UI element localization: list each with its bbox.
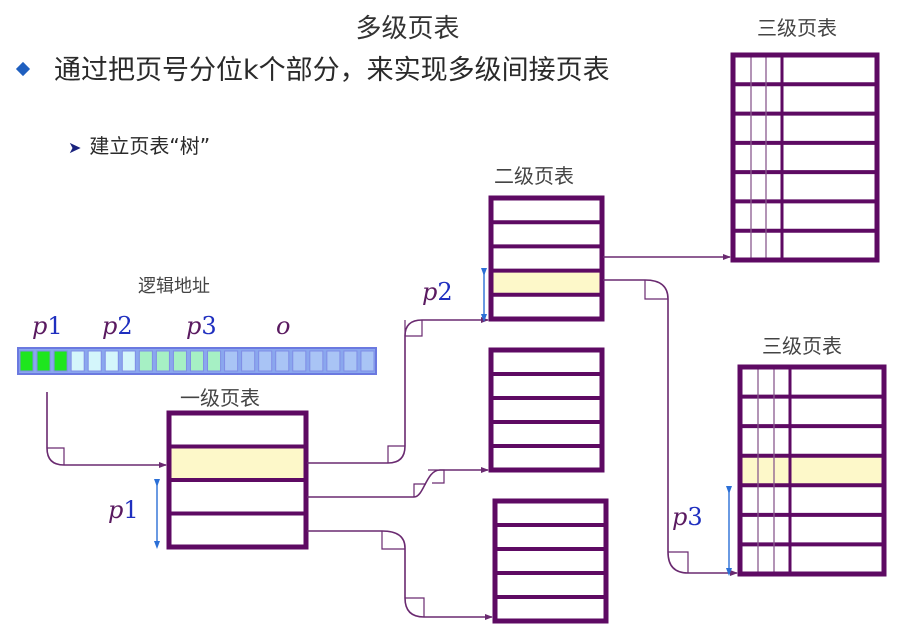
slide-title: 多级页表 [0, 8, 911, 45]
level3-table-bottom-row [740, 396, 884, 427]
address-bit-p2 [104, 350, 119, 372]
address-bit-p2 [87, 350, 102, 372]
address-bit-o [326, 350, 341, 372]
level2-table-a [488, 195, 605, 322]
address-bit-p1 [53, 350, 68, 372]
level3-table-bottom-row [740, 514, 884, 545]
level3-table-top-row [733, 172, 877, 202]
level3-table-top-border [730, 52, 880, 263]
address-bit-p2 [121, 350, 136, 372]
corner-mark [404, 320, 423, 337]
level3-table-bottom-row [740, 455, 884, 486]
logical-address-bar [17, 347, 377, 375]
offset-label-p3: p3 [672, 503, 703, 531]
level2-table-c-row [495, 501, 606, 525]
address-bit-o [241, 350, 256, 372]
level3-table-bottom [737, 364, 887, 577]
level2-table-label: 二级页表 [494, 164, 574, 188]
level1-table-row [169, 513, 306, 547]
level2-table-c-row [495, 597, 606, 621]
level1-table-row [169, 446, 306, 480]
address-bit-o [292, 350, 307, 372]
arrow-level1-row4-to-level2c [307, 530, 493, 620]
level3-table-bottom-row [740, 367, 884, 397]
corner-mark [668, 551, 689, 573]
level1-table-row [169, 413, 306, 447]
slide-title-text: 多级页表 [355, 14, 460, 44]
arrow-bullet-icon: ➤ [68, 138, 82, 157]
offset-label-p2: p2 [422, 278, 453, 306]
level3-table-top-row [733, 201, 877, 231]
level3-table-top-row [733, 230, 877, 260]
level2-table-a-row [491, 246, 602, 271]
level1-table-border [166, 410, 309, 550]
corner-mark [47, 447, 65, 465]
address-bit-o [275, 350, 290, 372]
level2-table-c-row [495, 549, 606, 573]
level1-table-label: 一级页表 [180, 386, 260, 410]
level2-table-c-row [495, 525, 606, 549]
level2-table-b-row [491, 446, 602, 470]
address-bit-p3 [138, 350, 153, 372]
level1-table-row [169, 480, 306, 514]
level3-table-bottom-row [740, 485, 884, 515]
address-bit-o [343, 350, 358, 372]
field-label-p2: p2 [102, 312, 133, 340]
corner-mark [387, 445, 405, 463]
address-bit-p3 [155, 350, 170, 372]
address-bit-p1 [19, 350, 34, 372]
level2-table-a-row [491, 270, 602, 295]
arrow-level2-row4-to-level3-bottom [603, 279, 738, 576]
sub-bullet: ➤ 建立页表“树” [68, 130, 210, 159]
level3-table-top-row [733, 84, 877, 114]
corner-mark [405, 597, 425, 617]
level2-table-b [488, 347, 605, 473]
address-bit-p2 [70, 350, 85, 372]
address-bit-p3 [207, 350, 222, 372]
level3-top-table-label: 三级页表 [757, 16, 837, 40]
corner-mark [413, 469, 445, 497]
level3-table-top-row [733, 142, 877, 173]
level2-table-c-row [495, 573, 606, 597]
corner-mark [644, 280, 668, 300]
arrow-address-to-level1 [46, 392, 167, 468]
level2-table-c-border [492, 498, 609, 624]
corner-mark [381, 531, 405, 550]
level1-table [166, 410, 309, 550]
level2-table-b-row [491, 350, 602, 374]
level2-table-a-border [488, 195, 605, 322]
level2-table-b-border [488, 347, 605, 473]
level3-table-top-row [733, 55, 877, 85]
main-bullet-text: 通过把页号分位k个部分，来实现多级间接页表 [54, 55, 610, 86]
field-label-p3: p3 [186, 312, 217, 340]
level2-table-a-row [491, 222, 602, 247]
level2-table-a-row [491, 198, 602, 223]
level3-table-bottom-row [740, 544, 884, 574]
level3-bottom-table-label: 三级页表 [762, 334, 842, 358]
arrow-level1-row2-to-level2a [307, 317, 489, 464]
sub-bullet-text: 建立页表“树” [89, 134, 211, 158]
address-bit-o [224, 350, 239, 372]
level3-table-top [730, 52, 880, 263]
level3-table-bottom-border [737, 364, 887, 577]
address-bit-o [258, 350, 273, 372]
address-bit-o [309, 350, 324, 372]
level2-table-a-row [491, 294, 602, 319]
level2-table-b-row [491, 398, 602, 422]
level2-table-b-row [491, 422, 602, 446]
field-label-o: o [276, 312, 291, 340]
level3-table-bottom-row [740, 426, 884, 456]
level2-table-b-row [491, 374, 602, 398]
level2-table-c [492, 498, 609, 624]
address-bit-o [360, 350, 375, 372]
logical-address-label: 逻辑地址 [138, 276, 210, 297]
address-bit-p3 [172, 350, 187, 372]
arrow-level1-row3-to-level2b [307, 467, 489, 498]
field-label-p1: p1 [32, 312, 63, 340]
level3-table-top-row [733, 113, 877, 143]
offset-label-p1: p1 [108, 496, 139, 524]
address-bit-p1 [36, 350, 51, 372]
address-bit-p3 [189, 350, 205, 372]
